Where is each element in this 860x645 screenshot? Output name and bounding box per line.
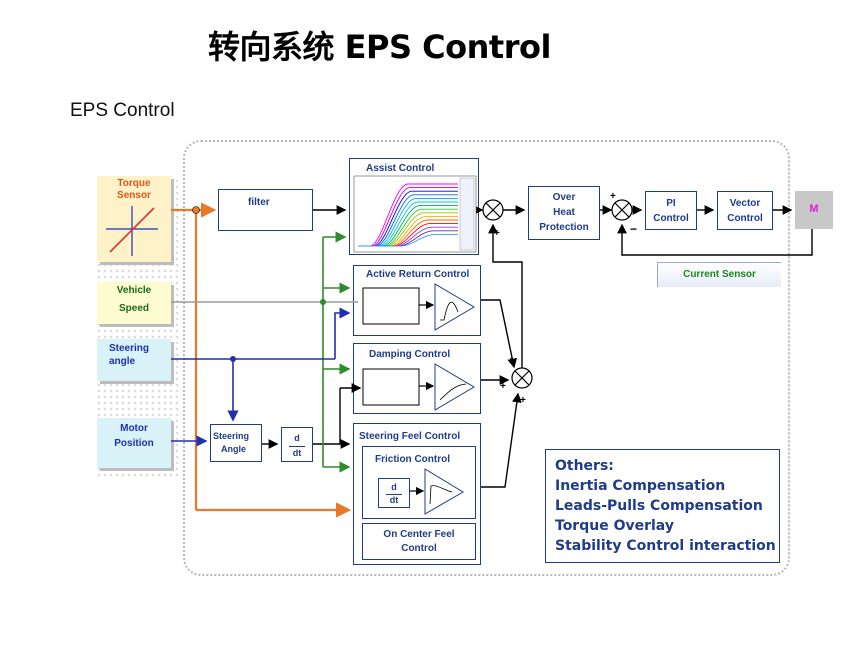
plus-sign-ar: + bbox=[508, 356, 514, 367]
friction-d-label: d bbox=[391, 482, 397, 492]
on-center-feel-block: On Center Feel Control bbox=[362, 523, 476, 560]
damping-label: Damping Control bbox=[369, 349, 451, 360]
others-item-inertia: Inertia Compensation bbox=[555, 478, 726, 494]
active-return-label: Active Return Control bbox=[366, 269, 470, 280]
torque-junction-dot bbox=[192, 206, 200, 214]
control-panel-frame bbox=[183, 140, 790, 576]
steering-angle-block: Steering Angle bbox=[210, 424, 262, 462]
pi-control-block: PI Control bbox=[645, 191, 697, 230]
on-center-label-2: Control bbox=[401, 543, 437, 554]
vehicle-speed-lines bbox=[171, 231, 358, 473]
vector-control-label-2: Control bbox=[727, 213, 763, 224]
sum-junction-2 bbox=[611, 199, 633, 221]
over-heat-label-3: Protection bbox=[539, 222, 589, 233]
damping-internals bbox=[362, 363, 475, 411]
steering-angle-input: Steering angle bbox=[97, 339, 171, 381]
speed-junction-dot bbox=[320, 299, 326, 305]
vector-control-label-1: Vector bbox=[729, 198, 761, 209]
torque-sensor-graph-icon bbox=[106, 206, 158, 256]
others-item-stability: Stability Control interaction bbox=[555, 538, 776, 554]
others-heading: Others: bbox=[555, 458, 614, 474]
plus-sign-feel: + bbox=[520, 395, 526, 406]
current-sensor-label: Current Sensor bbox=[683, 269, 756, 280]
others-item-torque-overlay: Torque Overlay bbox=[555, 518, 674, 534]
assist-curve bbox=[358, 233, 458, 247]
steering-junction-dot bbox=[230, 356, 236, 362]
torque-sensor-input: Torque Sensor bbox=[97, 176, 171, 262]
over-heat-protection-block: Over Heat Protection bbox=[528, 186, 600, 240]
assist-curve bbox=[358, 183, 458, 247]
steering-angle-label-2: angle bbox=[109, 356, 136, 367]
assist-curves-plot bbox=[353, 175, 477, 253]
motor-position-input: Motor Position bbox=[97, 418, 171, 468]
sum-junction-3 bbox=[511, 367, 533, 389]
plus-sign-assist: + bbox=[494, 228, 500, 239]
friction-derivative-block: d dt bbox=[378, 478, 410, 508]
steering-angle-label-1: Steering bbox=[109, 343, 150, 354]
main-signal-lines bbox=[262, 205, 813, 488]
pi-control-label-2: Control bbox=[653, 213, 689, 224]
steering-angle-lines bbox=[171, 307, 351, 447]
vehicle-speed-label-2: Speed bbox=[118, 303, 149, 314]
vehicle-speed-input: Vehicle Speed bbox=[97, 282, 171, 324]
assist-curve bbox=[358, 187, 458, 247]
motor-position-label-1: Motor bbox=[120, 423, 148, 434]
steering-angle-block-label-2: Angle bbox=[221, 444, 247, 454]
motor-label: M bbox=[809, 203, 819, 215]
friction-dt-label: dt bbox=[386, 494, 402, 505]
pi-control-label-1: PI bbox=[666, 198, 676, 209]
filter-block: filter bbox=[218, 189, 313, 231]
vector-control-block: Vector Control bbox=[717, 191, 773, 230]
plus-sign-damp: + bbox=[500, 381, 506, 392]
derivative-d-label: d bbox=[294, 433, 300, 443]
steering-angle-block-label-1: Steering bbox=[213, 431, 250, 441]
sum-junction-1 bbox=[482, 199, 504, 221]
page-title: 转向系统 EPS Control bbox=[208, 28, 551, 66]
others-item-leads-pulls: Leads-Pulls Compensation bbox=[555, 498, 763, 514]
friction-control-label: Friction Control bbox=[375, 454, 450, 465]
active-return-internals bbox=[362, 283, 475, 331]
assist-curve-family bbox=[358, 183, 458, 247]
others-list: Others: Inertia Compensation Leads-Pulls… bbox=[545, 449, 780, 563]
on-center-label-1: On Center Feel bbox=[383, 529, 455, 540]
vehicle-speed-label-1: Vehicle bbox=[116, 285, 152, 296]
plus-sign-pi: + bbox=[610, 191, 616, 202]
assist-curve bbox=[358, 190, 458, 247]
motor-block: M bbox=[795, 191, 833, 229]
torque-sensor-label-2: Sensor bbox=[117, 190, 151, 201]
filter-label: filter bbox=[248, 197, 270, 208]
minus-sign-pi: − bbox=[630, 222, 637, 236]
derivative-dt-label: dt bbox=[289, 446, 305, 459]
steering-feel-label: Steering Feel Control bbox=[359, 431, 461, 442]
motor-position-label-2: Position bbox=[114, 438, 154, 449]
friction-internals bbox=[410, 468, 464, 515]
current-sensor-block: Current Sensor bbox=[657, 262, 781, 287]
torque-sensor-label-1: Torque bbox=[117, 178, 151, 189]
derivative-block: d dt bbox=[281, 427, 313, 462]
over-heat-label-2: Heat bbox=[553, 207, 575, 218]
diagram-subtitle: EPS Control bbox=[70, 100, 175, 121]
assist-control-label: Assist Control bbox=[366, 163, 435, 174]
over-heat-label-1: Over bbox=[552, 192, 576, 203]
